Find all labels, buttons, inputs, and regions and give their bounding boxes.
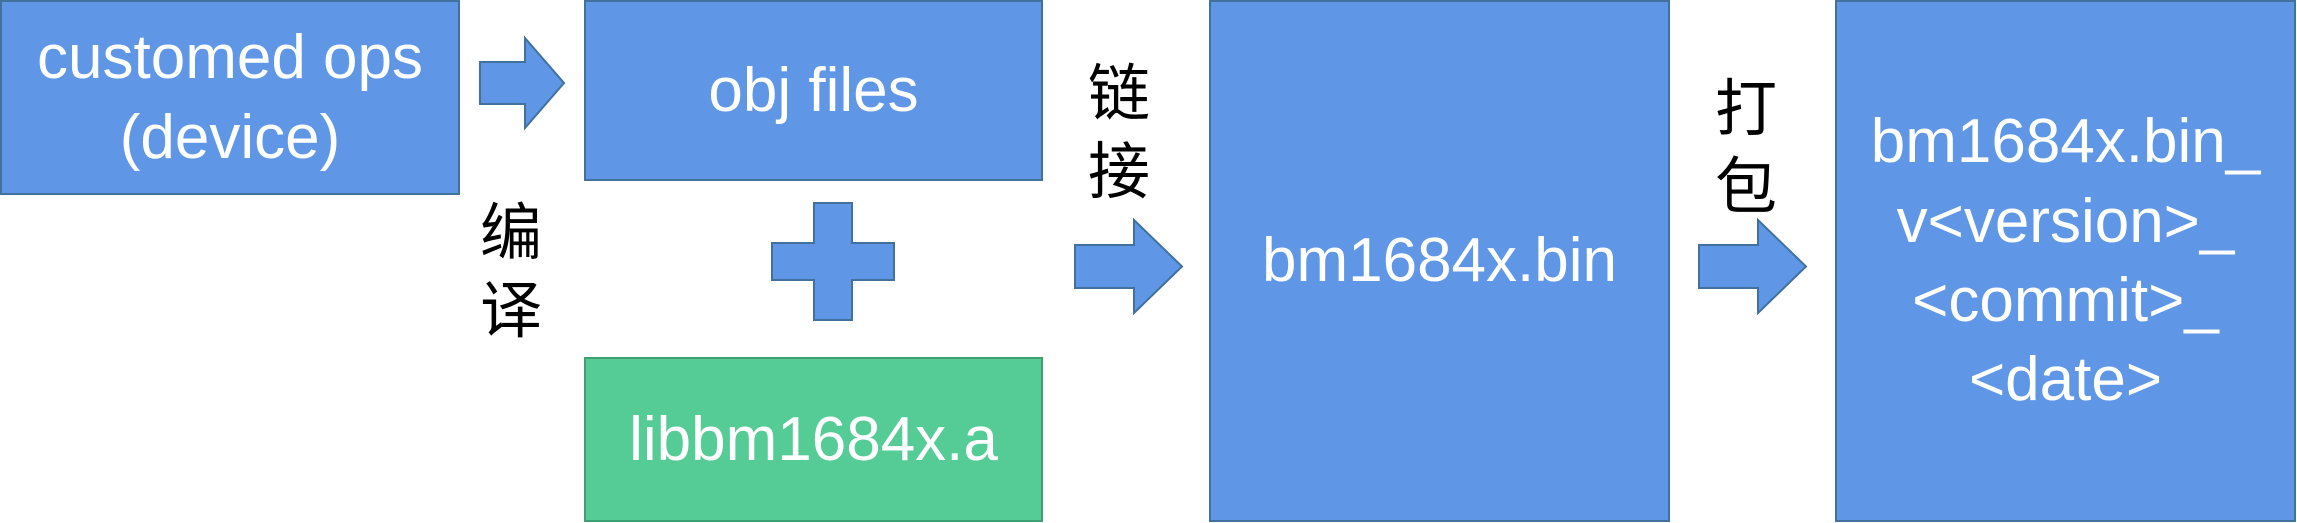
edge-label-compile: 编 译	[479, 196, 542, 347]
node-obj-files-label: obj files	[708, 55, 919, 125]
right-arrow-icon	[479, 35, 566, 131]
node-customed-ops: customed ops (device)	[0, 0, 460, 195]
node-customed-ops-label: customed ops (device)	[37, 23, 423, 172]
node-bm1684x-bin-label: bm1684x.bin	[1261, 226, 1618, 296]
node-bm1684x-bin-versioned-label: bm1684x.bin_ v<version>_ <commit>_ <date…	[1870, 107, 2261, 415]
node-bm1684x-bin: bm1684x.bin	[1209, 0, 1670, 522]
node-obj-files: obj files	[584, 0, 1043, 181]
plus-icon	[771, 202, 895, 321]
right-arrow-icon	[1074, 217, 1184, 316]
node-libbm1684x: libbm1684x.a	[584, 357, 1043, 522]
node-bm1684x-bin-versioned: bm1684x.bin_ v<version>_ <commit>_ <date…	[1835, 0, 2296, 522]
edge-label-link: 链 接	[1087, 57, 1150, 208]
edge-label-pack: 打 包	[1714, 72, 1777, 223]
right-arrow-icon	[1698, 217, 1808, 316]
node-libbm1684x-label: libbm1684x.a	[629, 404, 998, 474]
